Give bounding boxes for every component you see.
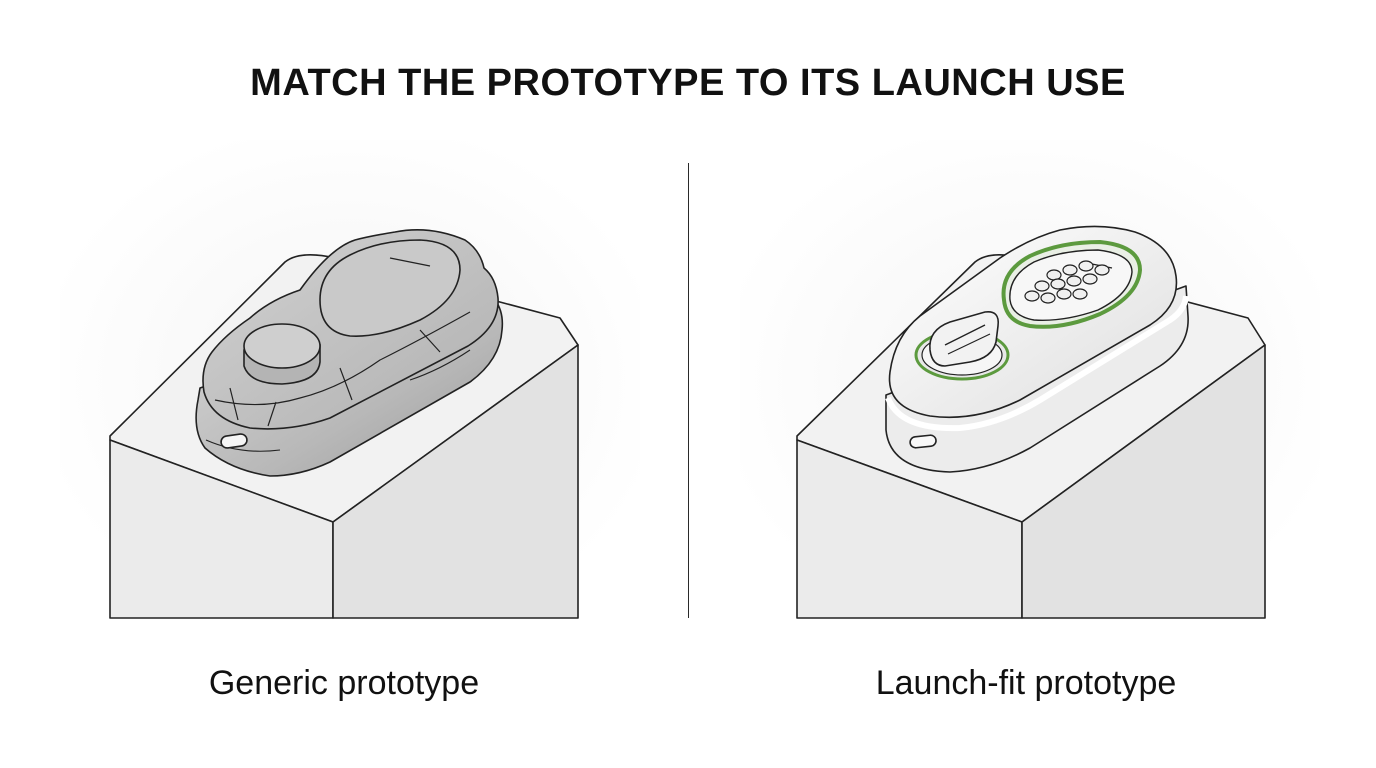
knob-icon	[243, 323, 321, 385]
keypad-icon	[1001, 239, 1143, 329]
generic-prototype-illustration	[60, 140, 640, 620]
generic-prototype-caption: Generic prototype	[208, 664, 480, 702]
usb-c-port-icon	[220, 433, 248, 449]
thumb-turn-icon	[914, 310, 1010, 381]
usb-c-port-icon	[909, 434, 937, 449]
pedestal-icon	[796, 254, 1266, 619]
oval-display-icon	[319, 239, 461, 337]
panel-divider	[688, 163, 689, 618]
smooth-lock-device-icon	[885, 225, 1189, 473]
page-title: MATCH THE PROTOTYPE TO ITS LAUNCH USE	[250, 62, 1126, 104]
launch-fit-prototype-caption: Launch-fit prototype	[875, 664, 1177, 702]
